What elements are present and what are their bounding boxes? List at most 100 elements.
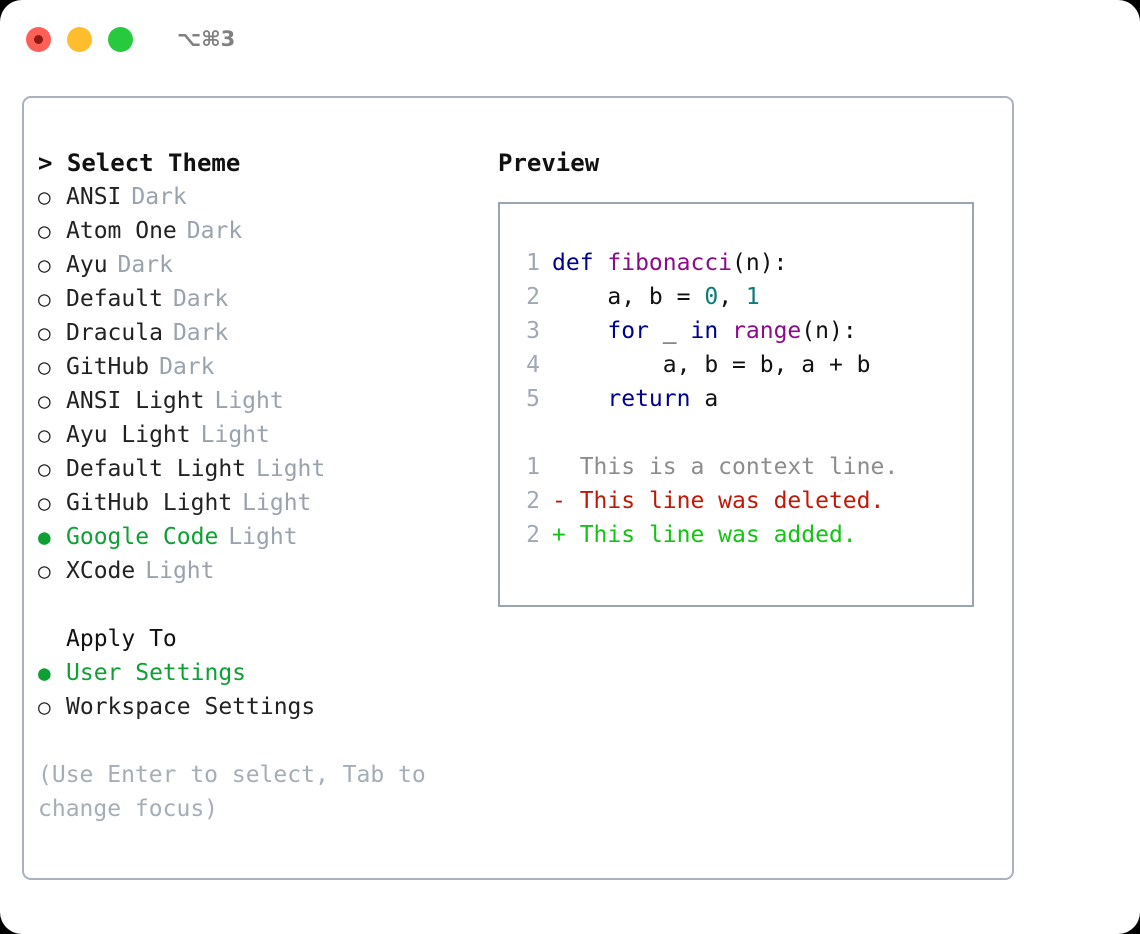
radio-unselected-icon[interactable]: ○ xyxy=(38,389,51,413)
theme-option-variant: Light xyxy=(228,524,298,550)
line-number: 3 xyxy=(526,318,540,344)
theme-option-name: ANSI xyxy=(66,184,122,210)
code-token-pl xyxy=(552,318,607,344)
diff-marker: + xyxy=(552,522,566,548)
code-line: 4 a, b = b, a + b xyxy=(518,348,972,382)
code-token-kw: for xyxy=(607,318,649,344)
theme-option-variant: Light xyxy=(242,490,312,516)
code-token-kw: def xyxy=(552,250,608,276)
code-token-pl: a xyxy=(690,386,719,412)
keyboard-shortcut-label: ⌥⌘3 xyxy=(177,27,236,51)
traffic-lights xyxy=(26,26,133,52)
apply-to-option-name: Workspace Settings xyxy=(66,694,316,720)
code-token-fn: fibonacci xyxy=(607,250,733,276)
theme-option-variant: Light xyxy=(145,558,215,584)
keyboard-hint-text: (Use Enter to select, Tab to change focu… xyxy=(38,762,440,822)
radio-unselected-icon[interactable]: ○ xyxy=(38,253,51,277)
theme-option-variant: Dark xyxy=(159,354,215,380)
code-token-pl: a, b = xyxy=(552,284,705,310)
apply-to-option-name: User Settings xyxy=(66,660,247,686)
code-token-pl: (n): xyxy=(801,318,857,344)
code-token-fn: range xyxy=(732,318,802,344)
theme-option-row[interactable]: ○ XCode Light xyxy=(38,554,486,588)
radio-unselected-icon[interactable]: ○ xyxy=(38,423,51,447)
diff-sample: 1 This is a context line.2- This line wa… xyxy=(518,450,972,552)
line-number: 1 xyxy=(526,454,540,480)
theme-option-name: Default xyxy=(66,286,163,312)
theme-option-variant: Dark xyxy=(131,184,187,210)
apply-to-heading: Apply To xyxy=(66,626,177,652)
code-line-content: return a xyxy=(552,382,718,416)
radio-unselected-icon[interactable]: ○ xyxy=(38,355,51,379)
theme-option-name: Default Light xyxy=(66,456,247,482)
theme-option-name: XCode xyxy=(66,558,136,584)
zoom-button[interactable] xyxy=(108,26,133,52)
radio-unselected-icon[interactable]: ○ xyxy=(38,695,51,719)
diff-line-content: This line was added. xyxy=(565,522,857,548)
radio-unselected-icon[interactable]: ○ xyxy=(38,559,51,583)
code-diff-gap xyxy=(518,416,972,450)
line-number: 2 xyxy=(526,284,540,310)
code-line-content: a, b = b, a + b xyxy=(552,348,871,382)
minimize-button[interactable] xyxy=(67,26,92,52)
code-line: 3 for _ in range(n): xyxy=(518,314,972,348)
radio-unselected-icon[interactable]: ○ xyxy=(38,219,51,243)
theme-option-row[interactable]: ● Google Code Light xyxy=(38,520,486,554)
apply-to-option-row[interactable]: ○ Workspace Settings xyxy=(38,690,486,724)
theme-option-row[interactable]: ○ ANSI Dark xyxy=(38,180,486,214)
code-token-num: 1 xyxy=(745,284,760,310)
radio-selected-icon[interactable]: ● xyxy=(38,525,51,549)
radio-selected-icon[interactable]: ● xyxy=(38,661,51,685)
line-number: 1 xyxy=(526,250,540,276)
diff-line: 2- This line was deleted. xyxy=(518,484,972,518)
theme-option-variant: Dark xyxy=(117,252,173,278)
code-line: 1 def fibonacci(n): xyxy=(518,246,972,280)
line-number: 2 xyxy=(526,488,540,514)
code-token-pl: a, b = b, a + b xyxy=(552,352,871,378)
code-line: 2 a, b = 0, 1 xyxy=(518,280,972,314)
list-spacer xyxy=(38,588,486,622)
theme-option-row[interactable]: ○ GitHub Light Light xyxy=(38,486,486,520)
code-line-content: for _ in range(n): xyxy=(552,314,857,348)
code-token-num: 0 xyxy=(704,284,719,310)
title-bar: ⌥⌘3 xyxy=(0,0,1140,78)
code-token-pl xyxy=(718,318,732,344)
theme-option-variant: Light xyxy=(214,388,284,414)
radio-unselected-icon[interactable]: ○ xyxy=(38,287,51,311)
code-token-pl: (n): xyxy=(732,250,788,276)
radio-unselected-icon[interactable]: ○ xyxy=(38,185,51,209)
theme-option-name: GitHub Light xyxy=(66,490,233,516)
theme-option-variant: Dark xyxy=(172,320,229,346)
theme-option-row[interactable]: ○ Default Dark xyxy=(38,282,486,316)
preview-heading: Preview xyxy=(498,149,600,177)
apply-to-list[interactable]: ● User Settings ○ Workspace Settings xyxy=(38,656,486,724)
close-button[interactable] xyxy=(26,26,51,52)
line-number: 2 xyxy=(526,522,540,548)
theme-option-name: Ayu Light xyxy=(66,422,191,448)
radio-unselected-icon[interactable]: ○ xyxy=(38,457,51,481)
theme-option-variant: Dark xyxy=(172,286,229,312)
apply-to-option-row[interactable]: ● User Settings xyxy=(38,656,486,690)
select-theme-heading: > Select Theme xyxy=(38,149,241,177)
radio-unselected-icon[interactable]: ○ xyxy=(38,321,51,345)
code-token-pl: _ xyxy=(648,318,691,344)
theme-option-variant: Dark xyxy=(186,218,243,244)
theme-option-name: Google Code xyxy=(66,524,219,550)
radio-unselected-icon[interactable]: ○ xyxy=(38,491,51,515)
code-line: 5 return a xyxy=(518,382,972,416)
diff-line: 1 This is a context line. xyxy=(518,450,972,484)
code-line-content: def fibonacci(n): xyxy=(552,246,787,280)
